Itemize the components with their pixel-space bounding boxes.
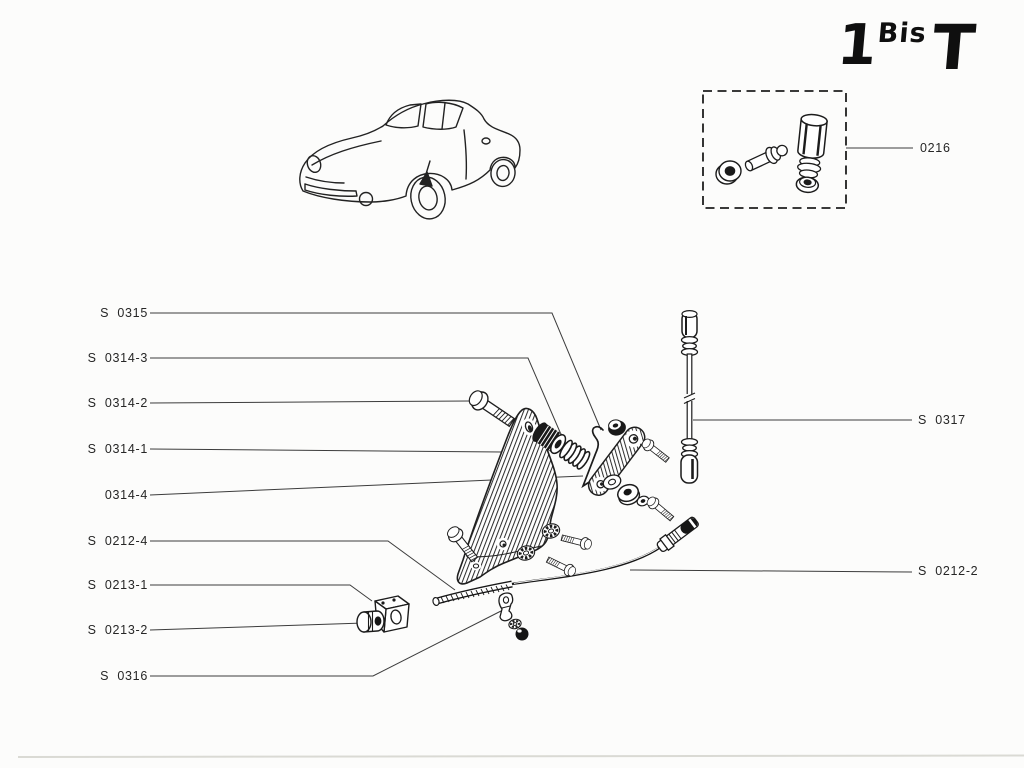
car-grille-line [305, 176, 345, 184]
callout-s0316: S 0316 [100, 669, 148, 683]
grommet-part [356, 610, 385, 633]
page-edge-line [17, 754, 1024, 758]
callout-s0314-2: S 0314-2 [87, 396, 148, 410]
inset-kit-box [702, 90, 847, 209]
leader-lines [149, 147, 913, 677]
cable-clip-part [498, 592, 514, 622]
plate-title: 1BisT [835, 11, 978, 84]
dome-nut-part [515, 627, 529, 641]
lever-nut-part [608, 419, 626, 436]
kit-knob-part [795, 113, 828, 194]
star-washer-lower [516, 545, 536, 561]
lever-washer-stack [602, 474, 650, 507]
car-windshield [385, 103, 422, 129]
leader-s0213-2 [149, 622, 365, 631]
plate-number-suffix: Bis [876, 18, 929, 49]
leader-s0314-3 [150, 357, 567, 447]
car-illustration [299, 99, 521, 220]
car-headlight [306, 154, 322, 174]
car-bumper [304, 183, 358, 197]
car-body-outline [299, 99, 521, 203]
callout-s0212-4: S 0212-4 [87, 534, 148, 548]
callout-0314-4: 0314-4 [104, 488, 148, 502]
kit-nut-part [715, 160, 742, 185]
leader-s0314-1 [149, 448, 503, 453]
plate-series-letter: T [929, 11, 978, 84]
leader-s0212-4 [150, 540, 456, 591]
car-rear-wheel [490, 158, 516, 188]
callout-s0314-1: S 0314-1 [87, 442, 148, 456]
callout-s0213-2: S 0213-2 [87, 623, 148, 637]
small-bolt-lower-part [644, 494, 677, 524]
car-fog-light [358, 191, 374, 207]
lever-arm-part [587, 426, 646, 496]
cable-ferrule-part [656, 516, 699, 553]
kit-stud-part [744, 144, 788, 172]
callout-s0317: S 0317 [918, 413, 966, 427]
leader-s0213-1 [150, 584, 373, 602]
lower-bolt-left-part [544, 553, 578, 579]
link-rod-part [680, 310, 699, 484]
mounting-bolt-part [465, 386, 518, 432]
clip-washer-part [508, 618, 522, 630]
return-spring-part [559, 439, 591, 470]
inner-cable-part [511, 545, 663, 586]
callout-s0213-1: S 0213-1 [87, 578, 148, 592]
car-quarter-vent [481, 137, 491, 145]
car-door-line [463, 129, 468, 180]
car-location-arrow [419, 160, 433, 187]
callout-s0314-3: S 0314-3 [87, 351, 148, 365]
car-window-divider [441, 102, 446, 130]
lower-bolt-right-part [559, 531, 594, 552]
bushing-part [532, 422, 567, 455]
callout-s0315: S 0315 [100, 306, 148, 320]
callout-s0212-2: S 0212-2 [918, 564, 979, 578]
leader-s0314-2 [149, 400, 471, 404]
car-hood-crease [311, 140, 382, 166]
leader-s0315 [150, 312, 602, 431]
plate-number-main: 1 [834, 13, 880, 78]
car-side-window [422, 101, 464, 130]
callout-0216: 0216 [920, 141, 951, 155]
cable-sheath-part [432, 580, 513, 607]
small-bolt-upper-part [639, 436, 672, 466]
hook-pin-part [581, 425, 604, 489]
leader-s0316 [150, 610, 502, 677]
leader-s0212-2 [629, 569, 913, 573]
star-washer-upper [541, 523, 561, 539]
